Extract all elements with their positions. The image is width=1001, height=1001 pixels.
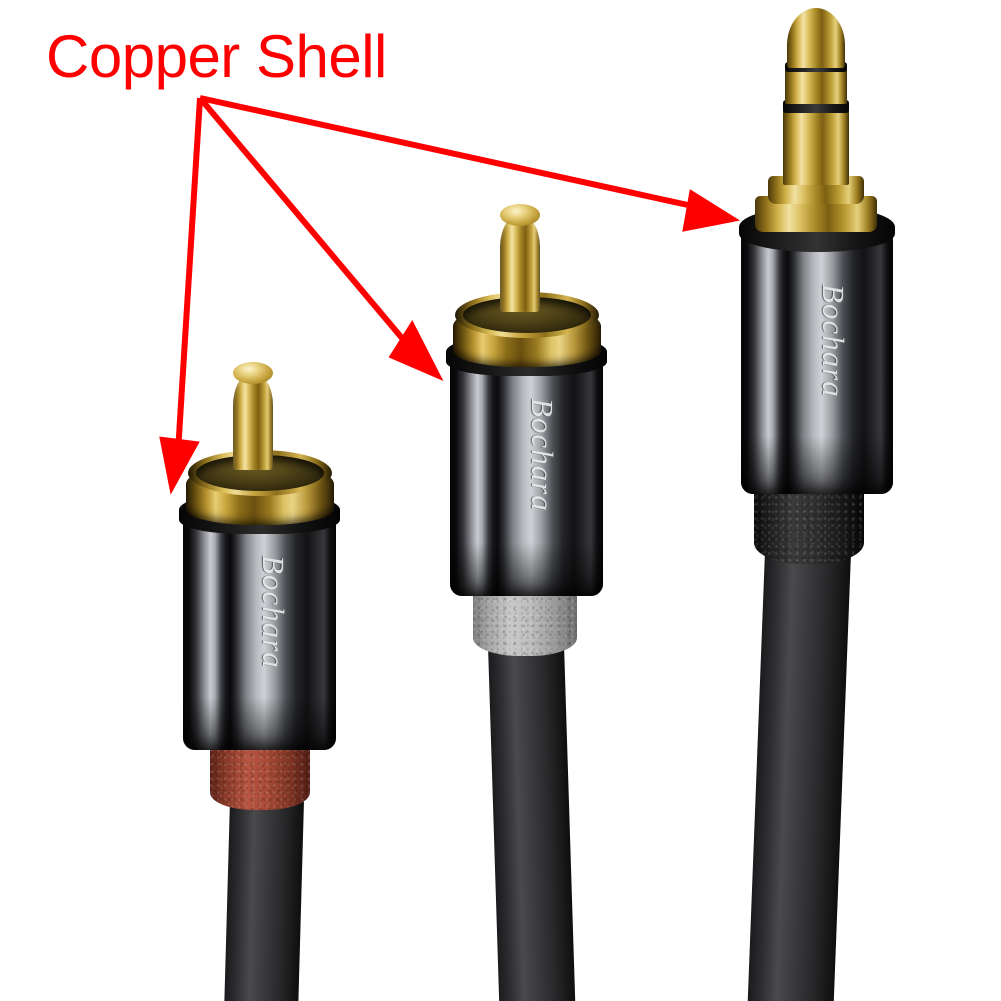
metal-shell-middle: Bochara <box>450 352 603 596</box>
trs-ring-conductor-right <box>785 68 847 104</box>
arrow-line-middle-rca <box>197 96 415 352</box>
trs-sleeve-right <box>783 105 849 185</box>
arrow-line-35mm <box>199 95 698 210</box>
metal-shell-right: Bochara <box>741 232 893 494</box>
shell-shading-right <box>741 436 893 494</box>
boot-texture-left <box>210 742 310 810</box>
strain-relief-boot-right <box>754 482 864 564</box>
metal-shell-left: Bochara <box>183 510 336 750</box>
boot-texture-middle <box>473 586 577 656</box>
shell-shading-left <box>183 697 336 750</box>
arrow-head-left-rca <box>159 436 200 495</box>
strain-relief-boot-left <box>210 742 310 810</box>
strain-relief-boot-middle <box>473 586 577 656</box>
shell-shading-middle <box>450 542 603 596</box>
arrow-head-middle-rca <box>388 319 444 382</box>
center-pin-left <box>233 372 273 470</box>
arrow-head-35mm <box>682 189 741 232</box>
boot-texture-right <box>754 482 864 564</box>
center-pin-tip-left <box>233 362 273 384</box>
arrow-line-left-rca <box>175 97 203 453</box>
center-pin-middle <box>500 214 540 312</box>
trs-tip-right <box>787 8 845 68</box>
annotation-label: Copper Shell <box>46 23 387 90</box>
center-pin-tip-middle <box>500 204 540 226</box>
